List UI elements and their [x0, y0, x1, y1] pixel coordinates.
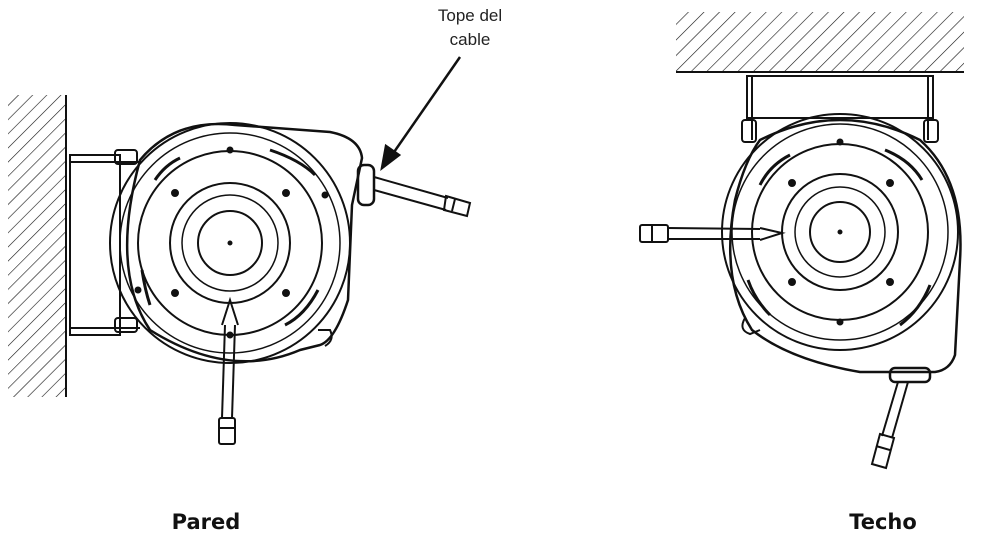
wall-hatch — [8, 95, 66, 397]
cable-stop-label-line2: cable — [449, 30, 491, 49]
ceiling-mount-view — [639, 12, 964, 470]
ceiling-reel-housing — [721, 113, 962, 384]
ceiling-bracket — [741, 75, 939, 143]
ceiling-caption: Techo — [849, 510, 917, 534]
cable-stop-label-line1: Tope del — [437, 6, 503, 25]
ceiling-hose-hanging — [870, 381, 909, 470]
ceiling-hatch — [676, 12, 964, 72]
wall-caption: Pared — [171, 510, 241, 534]
cable-stop-arrow — [380, 56, 462, 171]
wall-mount-view — [8, 56, 472, 445]
cable-stop-label: Tope del cable — [400, 4, 540, 52]
wall-reel-housing — [109, 122, 376, 364]
ceiling-hose-outlet — [639, 224, 786, 243]
wall-hose-hanging — [218, 296, 239, 445]
wall-hose-outlet — [373, 176, 472, 218]
wall-bracket — [69, 149, 140, 336]
